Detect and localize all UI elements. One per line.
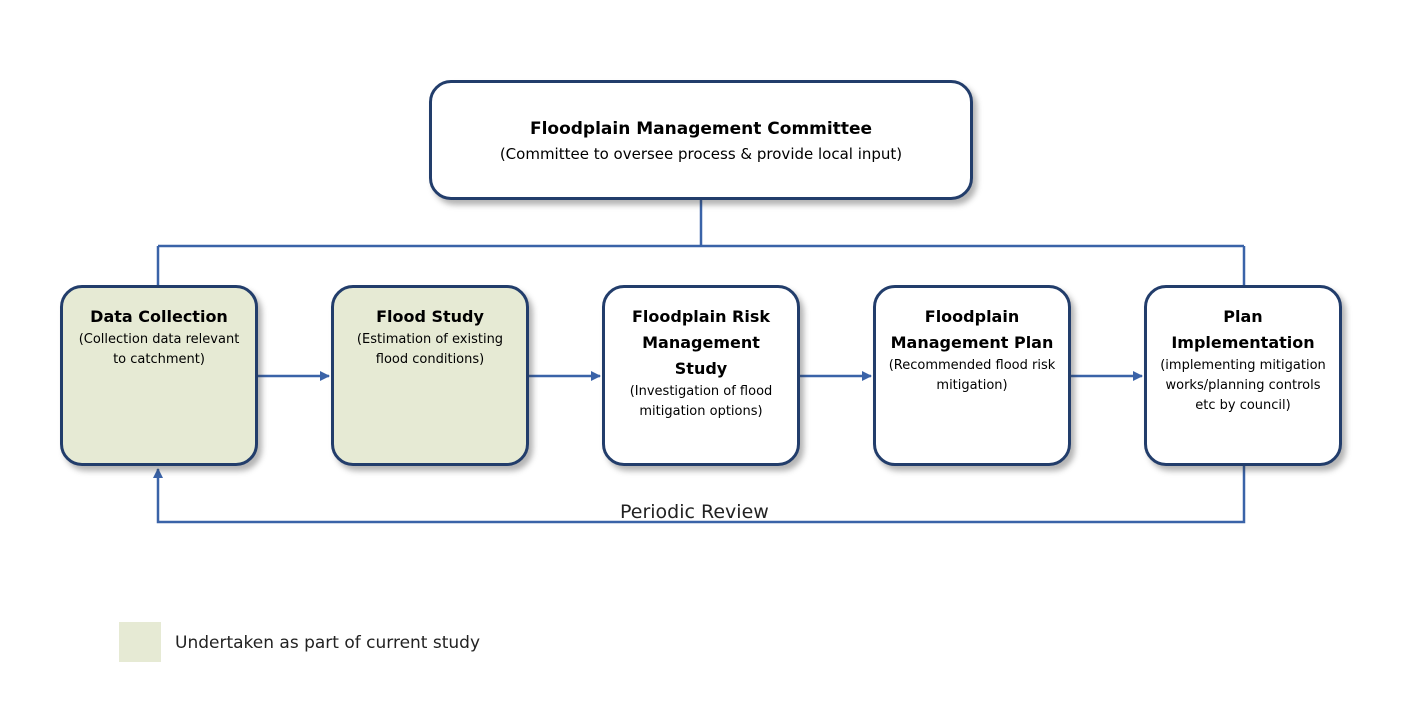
legend-swatch bbox=[119, 622, 161, 662]
periodic-review-loop bbox=[153, 466, 1246, 524]
committee-title: Floodplain Management Committee bbox=[529, 118, 873, 139]
legend-label: Undertaken as part of current study bbox=[175, 633, 481, 653]
step-plan-implementation: Plan Implementation (implementing mitiga… bbox=[1144, 285, 1342, 466]
committee-box: Floodplain Management Committee (Committ… bbox=[429, 80, 973, 200]
periodic-review-label: Periodic Review bbox=[620, 501, 769, 523]
step-description: (Estimation of existing flood conditions… bbox=[356, 332, 504, 367]
committee-subtitle: (Committee to oversee process & provide … bbox=[499, 144, 903, 163]
step-floodplain-management-plan: Floodplain Management Plan (Recommended … bbox=[873, 285, 1071, 466]
step-description: (Investigation of flood mitigation optio… bbox=[629, 384, 773, 419]
step-floodplain-risk-management-study: Floodplain Risk Management Study (Invest… bbox=[602, 285, 800, 466]
step-title: Plan Implementation bbox=[1171, 307, 1315, 352]
step-flood-study: Flood Study (Estimation of existing floo… bbox=[331, 285, 529, 466]
step-description: (Collection data relevant to catchment) bbox=[78, 332, 240, 367]
step-title: Floodplain Risk Management Study bbox=[632, 307, 770, 378]
step-title: Data Collection bbox=[90, 307, 228, 326]
step-data-collection: Data Collection (Collection data relevan… bbox=[60, 285, 258, 466]
step-description: (Recommended flood risk mitigation) bbox=[888, 358, 1056, 393]
step-description: (implementing mitigation works/planning … bbox=[1160, 358, 1326, 413]
step-title: Flood Study bbox=[376, 307, 484, 326]
step-title: Floodplain Management Plan bbox=[890, 307, 1054, 352]
